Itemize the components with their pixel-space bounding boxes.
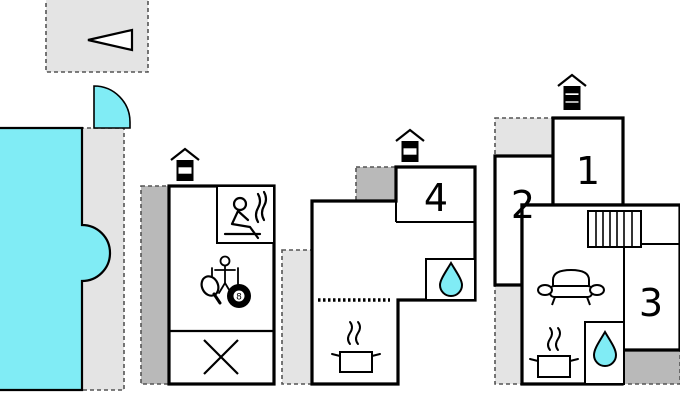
north-indicator bbox=[45, 0, 149, 73]
terrace-b-top bbox=[355, 166, 399, 202]
sauna-icon bbox=[223, 190, 268, 240]
house-entrance-icon bbox=[395, 128, 425, 162]
building-c: 1 2 3 bbox=[493, 73, 680, 386]
pool-area bbox=[0, 85, 131, 392]
sofa-icon bbox=[537, 268, 605, 306]
swimming-pool bbox=[0, 126, 112, 392]
house-entrance-icon bbox=[170, 147, 200, 181]
cooking-pot-icon bbox=[331, 321, 381, 373]
cooking-pot-icon bbox=[529, 327, 579, 378]
terrace-b bbox=[281, 249, 315, 385]
room-number-4: 4 bbox=[424, 176, 448, 220]
stairs-icon bbox=[587, 210, 642, 248]
table-tennis-icon bbox=[200, 255, 239, 305]
terrace-a bbox=[140, 185, 172, 385]
north-arrow-icon bbox=[87, 28, 134, 52]
building-a: 8 bbox=[140, 147, 276, 386]
building-b: 4 bbox=[281, 128, 477, 386]
room-number-1: 1 bbox=[576, 149, 600, 193]
billiard-ball-number: 8 bbox=[236, 293, 242, 303]
billiard-ball-icon: 8 bbox=[227, 284, 251, 308]
door-icon bbox=[93, 85, 131, 129]
room-number-2: 2 bbox=[511, 183, 535, 227]
room-number-3: 3 bbox=[639, 281, 663, 325]
water-drop-icon bbox=[592, 330, 618, 367]
terrace-c-right bbox=[621, 349, 680, 385]
house-entrance-icon bbox=[557, 73, 587, 110]
cross-icon bbox=[203, 339, 239, 375]
water-drop-icon bbox=[438, 261, 464, 297]
